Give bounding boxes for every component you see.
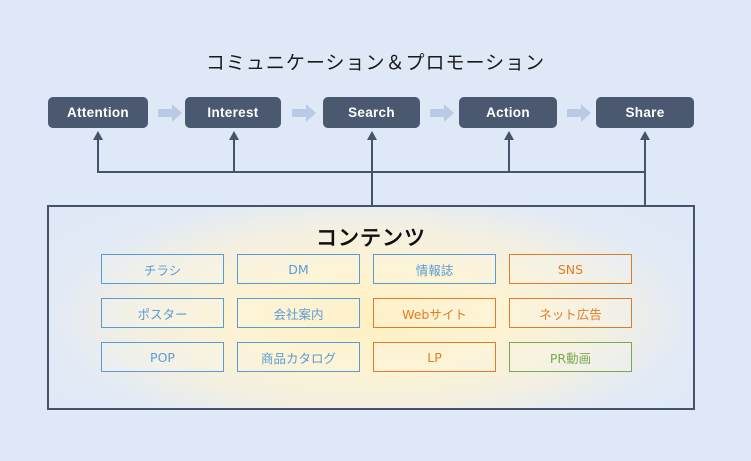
stage-box-attention[interactable]: Attention bbox=[48, 97, 148, 128]
content-chip-catalog[interactable]: 商品カタログ bbox=[237, 342, 360, 372]
stage-box-share[interactable]: Share bbox=[596, 97, 694, 128]
chevron-right-icon-3 bbox=[430, 104, 454, 122]
content-chip-kaisha[interactable]: 会社案内 bbox=[237, 298, 360, 328]
chevron-right-icon-1 bbox=[158, 104, 182, 122]
content-chip-johoshi[interactable]: 情報誌 bbox=[373, 254, 496, 284]
chevron-right-icon-4 bbox=[567, 104, 591, 122]
content-panel-title: コンテンツ bbox=[316, 226, 426, 250]
content-chip-lp[interactable]: LP bbox=[373, 342, 496, 372]
arrow-head-attention bbox=[93, 131, 103, 140]
connector-riser-action bbox=[508, 140, 510, 172]
content-chip-sns[interactable]: SNS bbox=[509, 254, 632, 284]
connector-riser-attention bbox=[97, 140, 99, 172]
content-chip-website[interactable]: Webサイト bbox=[373, 298, 496, 328]
chevron-right-icon-2 bbox=[292, 104, 316, 122]
content-panel: コンテンツ チラシ DM 情報誌 SNS ポスター 会社案内 Webサイト ネッ… bbox=[47, 205, 695, 410]
content-chip-prvideo[interactable]: PR動画 bbox=[509, 342, 632, 372]
stage-box-action[interactable]: Action bbox=[459, 97, 557, 128]
content-chip-pop[interactable]: POP bbox=[101, 342, 224, 372]
arrow-head-search bbox=[367, 131, 377, 140]
stage-box-search[interactable]: Search bbox=[323, 97, 420, 128]
connector-riser-share bbox=[644, 140, 646, 206]
content-chip-netad[interactable]: ネット広告 bbox=[509, 298, 632, 328]
content-chip-chirashi[interactable]: チラシ bbox=[101, 254, 224, 284]
connector-riser-interest bbox=[233, 140, 235, 172]
arrow-head-share bbox=[640, 131, 650, 140]
diagram-title: コミュニケーション＆プロモーション bbox=[205, 52, 546, 74]
arrow-head-action bbox=[504, 131, 514, 140]
connector-riser-search bbox=[371, 140, 373, 206]
arrow-head-interest bbox=[229, 131, 239, 140]
stage-box-interest[interactable]: Interest bbox=[185, 97, 281, 128]
content-item-grid: チラシ DM 情報誌 SNS ポスター 会社案内 Webサイト ネット広告 PO… bbox=[101, 254, 641, 372]
content-chip-poster[interactable]: ポスター bbox=[101, 298, 224, 328]
content-chip-dm[interactable]: DM bbox=[237, 254, 360, 284]
